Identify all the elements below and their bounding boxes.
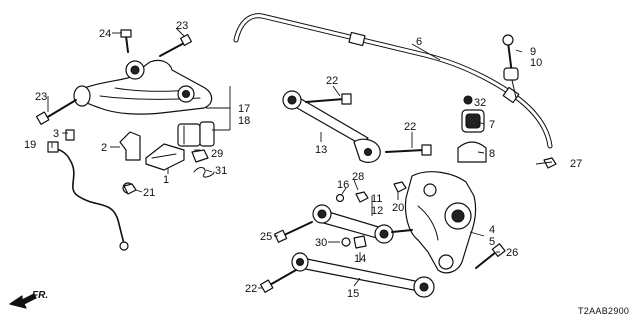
callout-14: 14 xyxy=(354,253,366,265)
callout-16: 16 xyxy=(337,179,349,191)
stabilizer-bushing xyxy=(457,95,487,163)
callout-13: 13 xyxy=(315,144,327,156)
callout-4: 4 xyxy=(489,224,495,236)
stabilizer-link xyxy=(502,34,519,99)
control-link xyxy=(274,191,413,249)
front-label: FR. xyxy=(32,290,48,301)
callout-24: 24 xyxy=(99,28,111,40)
callout-30: 30 xyxy=(315,237,327,249)
nut-29 xyxy=(191,149,209,163)
bracket-2 xyxy=(119,131,141,161)
callout-9: 9 xyxy=(530,46,536,58)
callout-3: 3 xyxy=(53,128,59,140)
upper-link xyxy=(282,90,432,163)
callout-17: 17 xyxy=(238,103,250,115)
diagram-code: T2AAB2900 xyxy=(578,306,629,316)
callout-28: 28 xyxy=(352,171,364,183)
callout-2: 2 xyxy=(101,142,107,154)
callout-23-top: 23 xyxy=(176,20,188,32)
callout-6: 6 xyxy=(416,36,422,48)
bracket-1 xyxy=(145,143,185,171)
callout-31: 31 xyxy=(215,165,227,177)
callout-15: 15 xyxy=(347,288,359,300)
callout-26: 26 xyxy=(506,247,518,259)
callout-19: 19 xyxy=(24,139,36,151)
callout-18: 18 xyxy=(238,115,250,127)
callout-21: 21 xyxy=(143,187,155,199)
front-direction-arrow: FR. xyxy=(9,290,48,309)
bushing-17 xyxy=(177,121,215,147)
callout-22-bottom: 22 xyxy=(245,283,257,295)
callout-27: 27 xyxy=(570,158,582,170)
callout-23-left: 23 xyxy=(35,91,47,103)
callout-22-mid: 22 xyxy=(404,121,416,133)
leader-lines xyxy=(47,27,553,289)
callout-20: 20 xyxy=(392,202,404,214)
callout-8: 8 xyxy=(489,148,495,160)
lower-arm xyxy=(35,29,213,125)
knuckle xyxy=(393,171,506,274)
lower-link xyxy=(123,157,557,298)
callout-22-top: 22 xyxy=(326,75,338,87)
callout-5: 5 xyxy=(489,236,495,248)
callout-32: 32 xyxy=(474,97,486,109)
callout-1: 1 xyxy=(163,174,169,186)
callout-25: 25 xyxy=(260,231,272,243)
callout-numbers: 24 23 23 17 18 3 19 2 1 21 29 31 22 22 1… xyxy=(24,20,582,300)
callout-7: 7 xyxy=(489,119,495,131)
abs-sensor xyxy=(47,129,134,251)
callout-10: 10 xyxy=(530,57,542,69)
clip-31 xyxy=(193,167,215,178)
callout-12: 12 xyxy=(371,205,383,217)
stabilizer-bar xyxy=(233,13,553,149)
callout-29: 29 xyxy=(211,148,223,160)
callout-11: 11 xyxy=(371,193,382,205)
